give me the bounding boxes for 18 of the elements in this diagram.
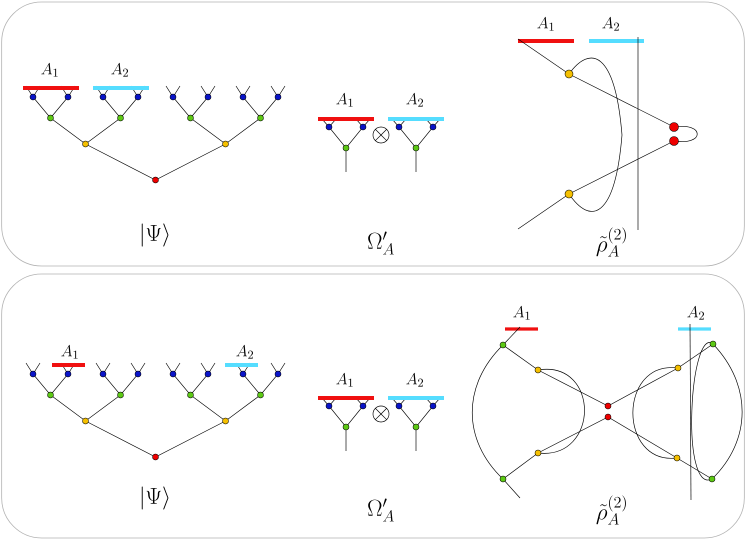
subsystem-label: $A_2$ (406, 92, 423, 107)
state-label: $\Omega'_A$ (368, 498, 394, 522)
state-label: $|\Psi\rangle$ (142, 486, 168, 510)
subsystem-label: $A_1$ (61, 344, 78, 359)
subsystem-label: $A_1$ (537, 16, 554, 31)
subsystem-label: $A_1$ (41, 62, 58, 77)
subsystem-label: $A_2$ (111, 62, 128, 77)
subsystem-label: $A_1$ (336, 372, 353, 387)
subsystem-label: $A_2$ (236, 344, 253, 359)
state-label: $\tilde{\rho}_A^{(2)}$ (596, 495, 626, 525)
subsystem-label: $A_2$ (602, 16, 619, 31)
state-label: $\tilde{\rho}_A^{(2)}$ (596, 227, 626, 257)
subsystem-label: $A_1$ (336, 92, 353, 107)
subsystem-label: $A_2$ (687, 306, 704, 320)
subsystem-label: $A_1$ (513, 306, 530, 320)
state-label: $\Omega'_A$ (368, 231, 394, 254)
subsystem-label: $A_2$ (406, 372, 423, 387)
state-label: $|\Psi\rangle$ (142, 223, 168, 247)
